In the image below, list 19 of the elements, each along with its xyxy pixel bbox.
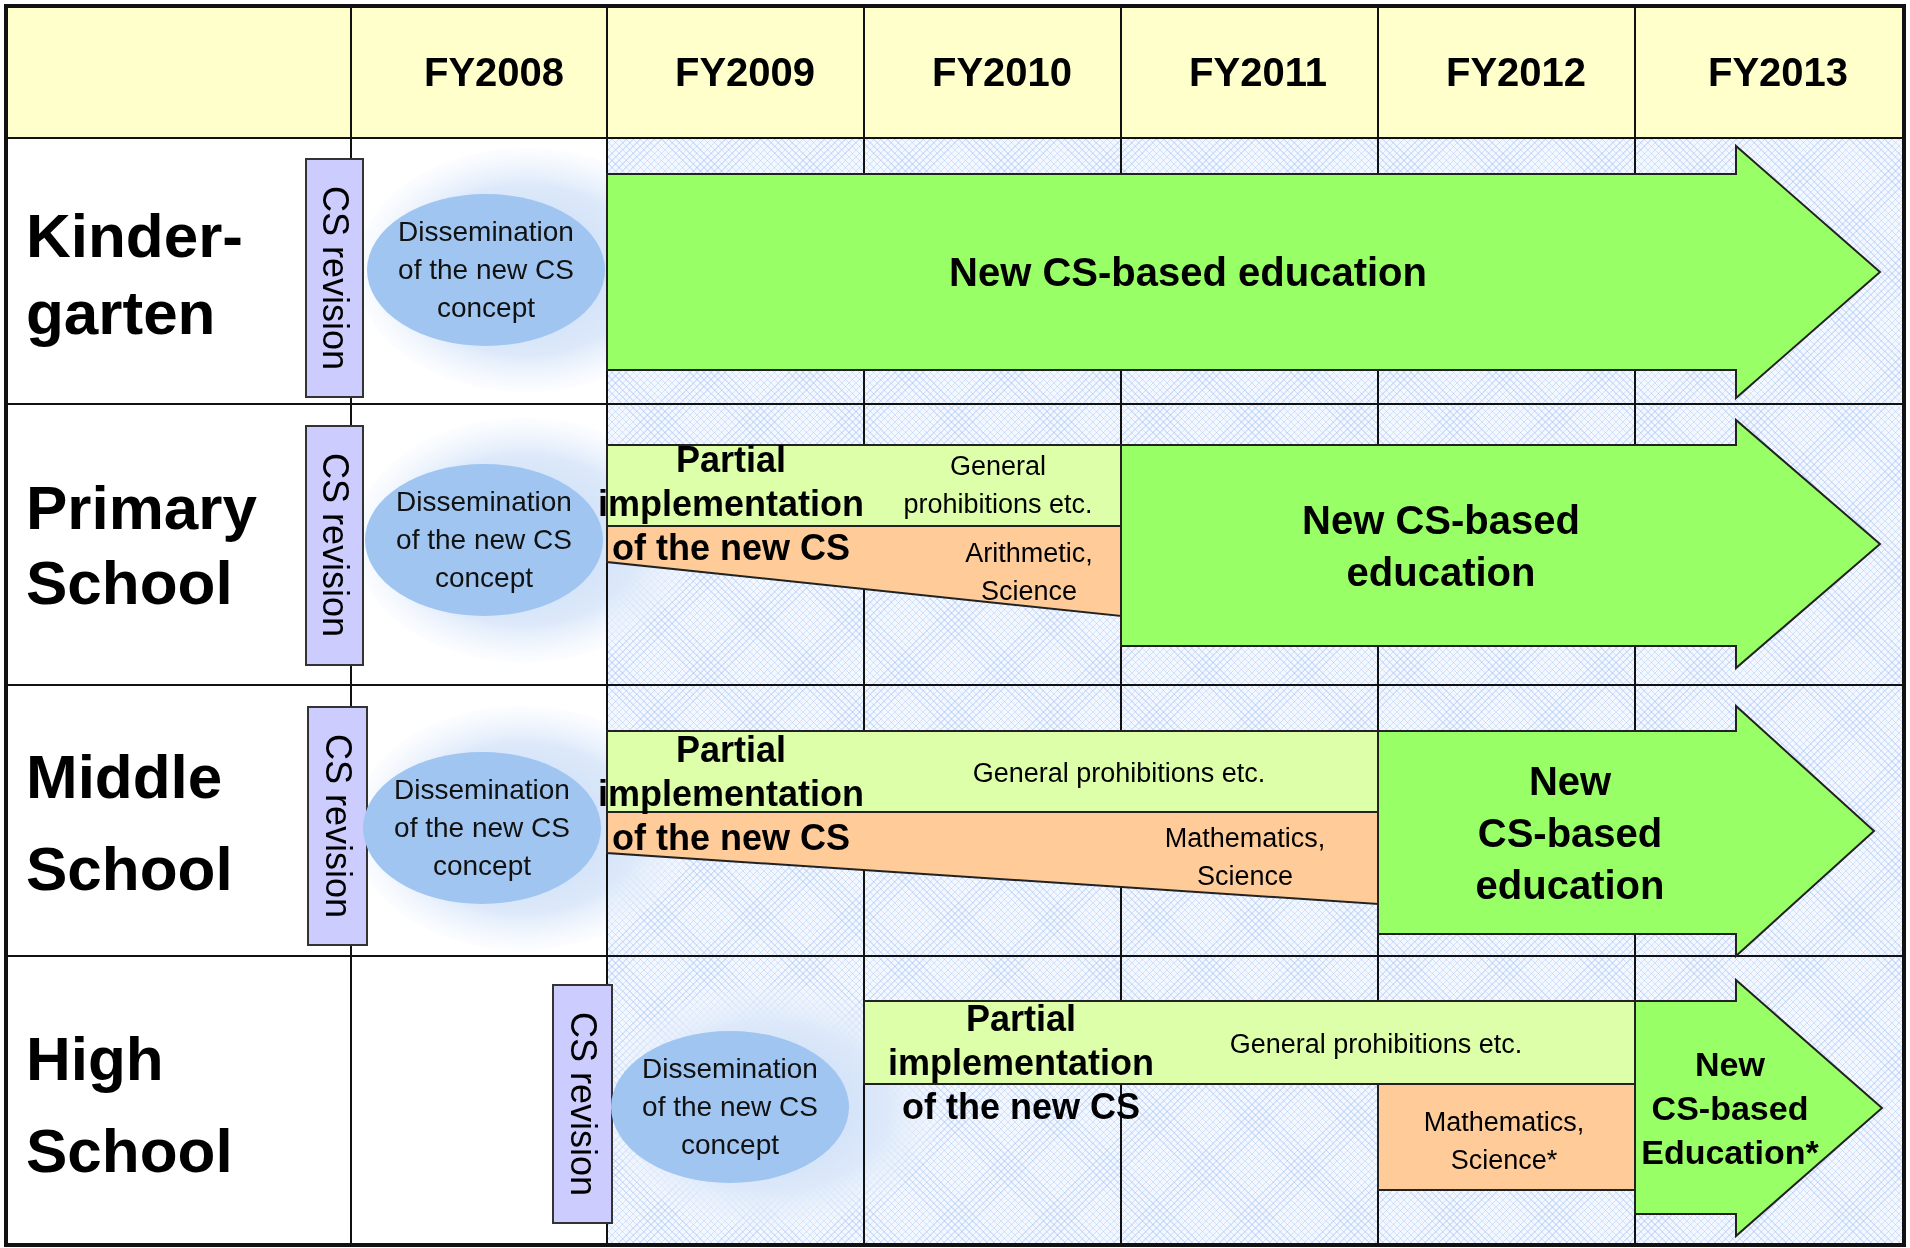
revision-box: CS revision (305, 158, 364, 398)
revision-box: CS revision (552, 984, 613, 1224)
school-level-label: Kinder- garten (26, 200, 244, 349)
year-heading: FY2009 (674, 50, 816, 95)
revision-box: CS revision (307, 706, 368, 946)
revision-box: CS revision (305, 425, 364, 666)
year-heading: FY2013 (1707, 50, 1849, 95)
pointed-banner: New CS-based education (1378, 706, 1874, 956)
pointed-banner: New CS-based education (607, 146, 1880, 398)
year-heading: FY2011 (1189, 50, 1327, 95)
school-level-label: Primary School (26, 472, 258, 619)
pointed-banner: New CS-based Education* (1635, 980, 1882, 1236)
year-heading: FY2008 (423, 50, 565, 95)
pointed-banner: New CS-based education (1121, 420, 1880, 668)
year-heading: FY2010 (931, 50, 1073, 95)
tapered-bar: Mathematics, Science* (1378, 1084, 1635, 1190)
school-level-label: High School (26, 1023, 234, 1187)
year-heading: FY2012 (1445, 50, 1587, 95)
school-level-label: Middle School (26, 741, 234, 905)
